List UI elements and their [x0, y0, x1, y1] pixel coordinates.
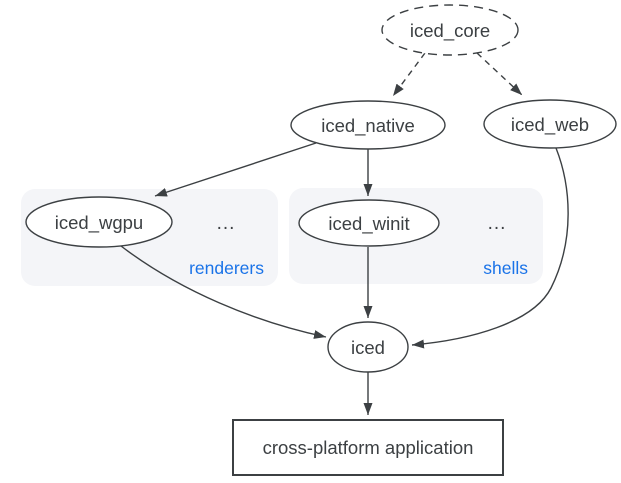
edge-iced-web-to-iced: [411, 147, 569, 349]
edge-iced-core-to-iced-web: [476, 52, 523, 96]
node-iced-native-label: iced_native: [321, 115, 415, 137]
node-iced-native: [290, 100, 446, 150]
node-iced-core: [381, 4, 519, 56]
shells-group-label: shells: [483, 258, 528, 278]
node-iced-web-label: iced_web: [511, 114, 589, 136]
node-iced-wgpu-label: iced_wgpu: [55, 212, 143, 234]
node-iced: [327, 321, 409, 373]
node-iced-web: [483, 99, 617, 149]
cross-platform-application-label: cross-platform application: [263, 437, 474, 458]
node-iced-winit: [298, 199, 440, 247]
renderers-ellipsis: ...: [217, 213, 236, 234]
node-iced-label: iced: [351, 337, 385, 358]
node-iced-winit-label: iced_winit: [328, 213, 409, 235]
node-iced-wgpu: [25, 196, 173, 248]
cross-platform-application-box: [232, 419, 504, 476]
node-iced-core-label: iced_core: [410, 20, 490, 42]
shells-ellipsis: ...: [488, 213, 507, 234]
edge-iced-native-to-iced-wgpu: [154, 142, 317, 197]
renderers-group-label: renderers: [189, 258, 264, 278]
edge-iced-wgpu-to-iced: [120, 245, 327, 339]
edge-iced-core-to-iced-native: [392, 52, 426, 97]
